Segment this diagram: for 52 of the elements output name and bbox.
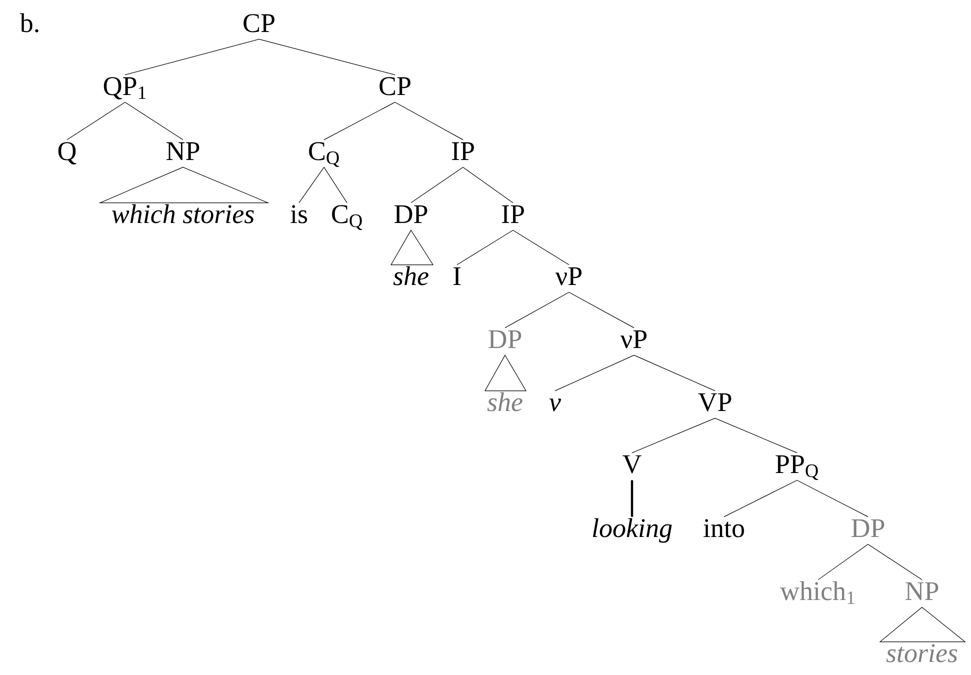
category-label: DP (852, 519, 884, 538)
category-label: Q (58, 142, 76, 164)
category-label: νP (555, 267, 582, 286)
word: which stories (112, 204, 254, 224)
category-label: IP (502, 205, 524, 223)
category-label: VP (698, 393, 732, 412)
branch-line (512, 230, 570, 266)
branch-line (504, 292, 570, 328)
category-label: PP$_{Q}$ (776, 455, 818, 480)
branch-line (410, 166, 464, 204)
category-label: DP (394, 205, 428, 224)
branch-line (456, 230, 514, 266)
branch-line (66, 102, 126, 140)
branch-line (634, 354, 716, 392)
branch-line (632, 418, 716, 454)
category-label: νP (620, 330, 647, 348)
category-label: C$_{Q}$ (332, 205, 362, 230)
branch-line (724, 480, 798, 518)
branch-line (394, 102, 464, 140)
branch-line (818, 544, 868, 580)
category-label: C$_{Q}$ (309, 142, 340, 167)
branch-line (258, 38, 396, 76)
category-label: CP (380, 77, 410, 96)
word: which$_{1}$ (780, 581, 854, 604)
branch-line (714, 418, 798, 454)
branch-line (324, 102, 396, 140)
branch-line (630, 480, 634, 517)
word: stories (886, 644, 958, 662)
word: looking (592, 518, 672, 543)
word: into (704, 519, 744, 538)
branch-line (868, 544, 922, 580)
branch-line (554, 354, 634, 392)
category-label: CP (244, 14, 274, 32)
word: is (290, 205, 308, 224)
branch-line (462, 166, 514, 204)
category-label: IP (452, 142, 474, 160)
branch-line (124, 102, 184, 140)
word: ν (549, 398, 561, 412)
category-label: QP$_{1}$ (104, 77, 146, 100)
branch-line (568, 292, 634, 328)
word: she (393, 266, 428, 286)
category-label: NP (906, 582, 938, 600)
category-label: V (622, 455, 642, 474)
branch-line (324, 166, 348, 204)
example-label: b. (20, 13, 38, 32)
category-label: I (453, 267, 461, 285)
branch-line (298, 166, 324, 204)
category-label: DP (488, 330, 522, 348)
branch-line (796, 480, 868, 518)
word: she (487, 392, 522, 412)
category-label: NP (166, 142, 200, 160)
branch-line (124, 38, 260, 76)
